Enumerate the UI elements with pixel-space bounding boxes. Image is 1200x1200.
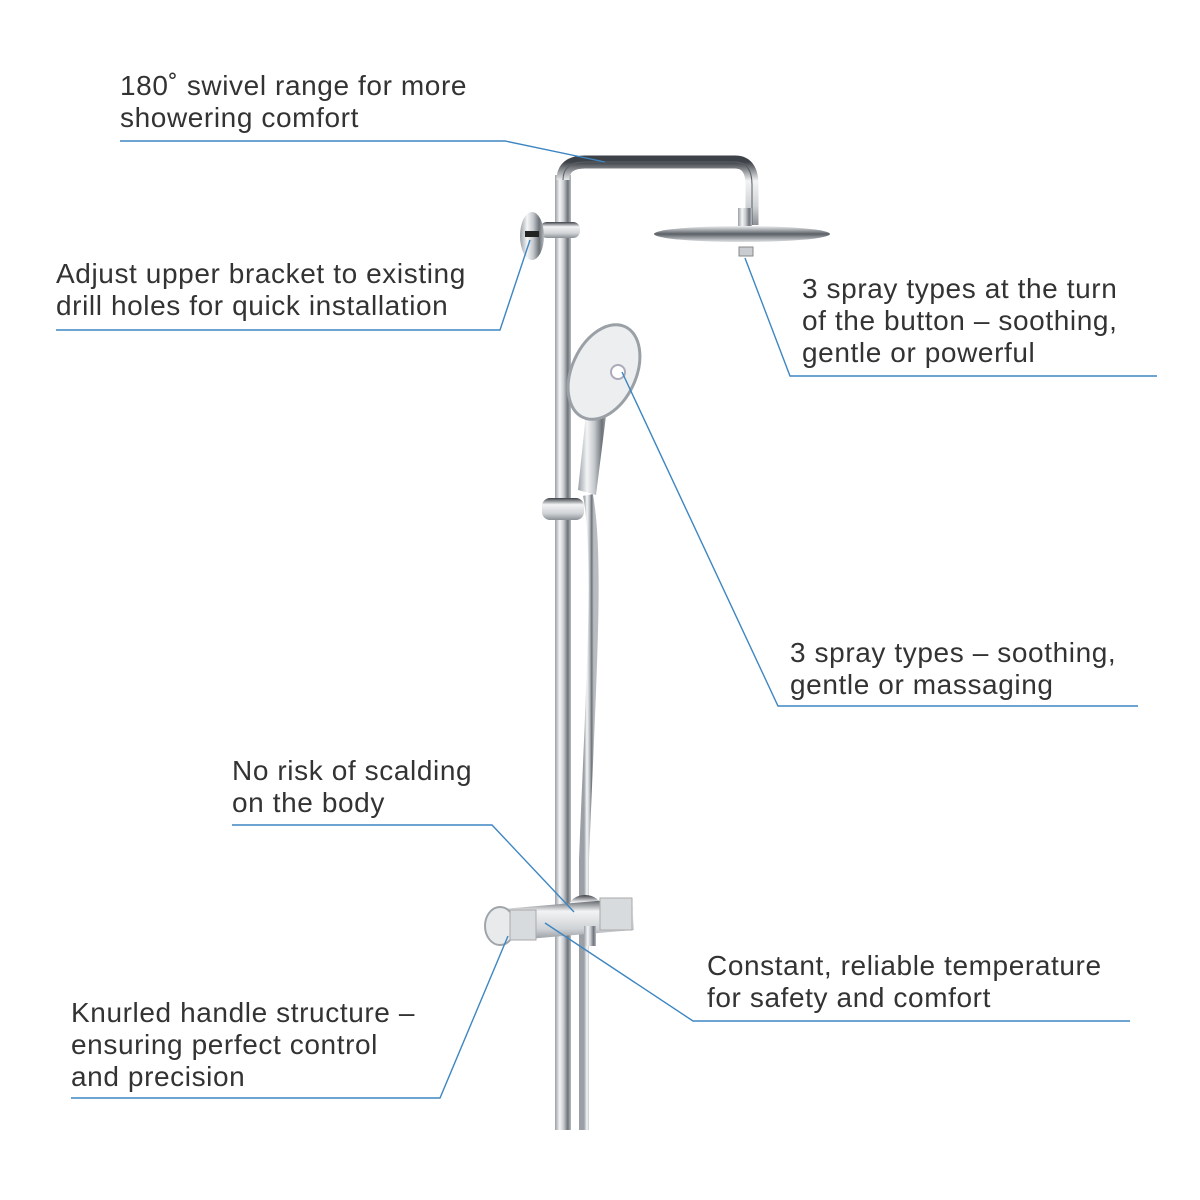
leader-handle [71, 935, 509, 1099]
callout-text: showering comfort [120, 102, 359, 133]
callout-text: Constant, reliable temperature [707, 950, 1102, 981]
callout-text: for safety and comfort [707, 982, 991, 1013]
callout-text: Knurled handle structure – [71, 997, 416, 1028]
callout-temperature: Constant, reliable temperature for safet… [707, 950, 1102, 1014]
slider [542, 498, 584, 520]
callout-text: on the body [232, 787, 385, 818]
leader-handshower [621, 371, 1138, 707]
callout-text: Adjust upper bracket to existing [56, 258, 466, 289]
head-shower [654, 226, 830, 242]
callout-text: gentle or powerful [802, 337, 1036, 368]
shower-arm [556, 155, 759, 225]
leader-swivel [120, 140, 606, 163]
thermostat [484, 895, 634, 946]
hand-shower [566, 323, 642, 495]
spray-button [738, 246, 754, 257]
head-shower-joint [738, 208, 752, 226]
callout-swivel: 180˚ swivel range for more showering com… [120, 70, 467, 134]
leader-bracket [56, 239, 531, 331]
leader-lines [56, 140, 1157, 1099]
callout-scalding: No risk of scalding on the body [232, 755, 472, 819]
callout-handle: Knurled handle structure – ensuring perf… [71, 997, 415, 1093]
callout-text: gentle or massaging [790, 669, 1054, 700]
hose [579, 494, 599, 1130]
callout-text: No risk of scalding [232, 755, 473, 786]
callout-text: and precision [71, 1061, 246, 1092]
callout-text: 3 spray types – soothing, [790, 637, 1117, 668]
shower-rail [555, 175, 571, 1130]
leader-headshower [744, 257, 1157, 377]
leader-scalding [232, 824, 575, 913]
callout-text: 3 spray types at the turn [802, 273, 1118, 304]
callout-text: of the button – soothing, [802, 305, 1118, 336]
callout-text: ensuring perfect control [71, 1029, 379, 1060]
leader-temperature [544, 922, 1130, 1022]
callout-bracket: Adjust upper bracket to existing drill h… [56, 258, 466, 322]
callout-handshower: 3 spray types – soothing, gentle or mass… [790, 637, 1116, 701]
callout-headshower: 3 spray types at the turn of the button … [802, 273, 1117, 369]
callout-text: 180˚ swivel range for more [120, 70, 468, 101]
callout-text: drill holes for quick installation [56, 290, 449, 321]
bracket-arm [540, 222, 580, 238]
